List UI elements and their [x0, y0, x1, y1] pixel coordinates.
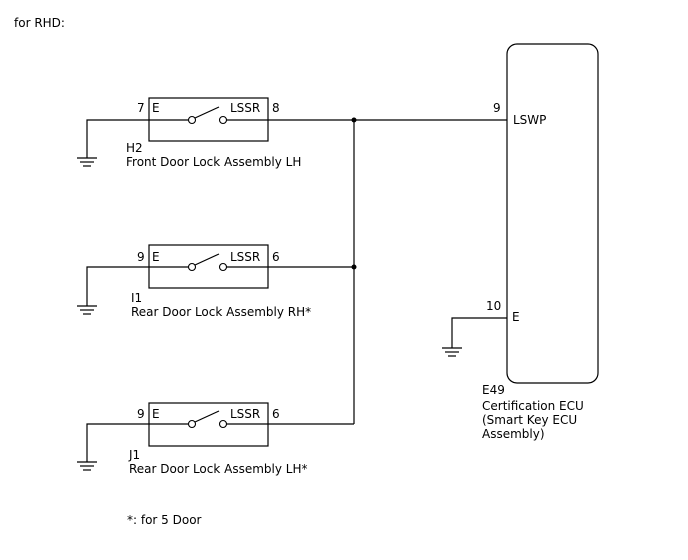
ecu-pin-lswp-num: 9 [493, 101, 501, 115]
ground-icon [77, 119, 149, 167]
footnote: *: for 5 Door [127, 513, 202, 527]
switch-i1-left-label: E [152, 250, 160, 264]
switch-j1-left-label: E [152, 407, 160, 421]
ecu-code: E49 [482, 383, 505, 397]
ecu-pin-e-label: E [512, 310, 520, 324]
ground-icon [442, 317, 507, 357]
ecu-e49: 9 LSWP 10 E E49 Certification ECU (Smart… [482, 43, 599, 441]
switch-h2: E LSSR 7 8 H2 Front Door Lock Assembly L… [126, 97, 301, 169]
junction-dot [351, 117, 357, 123]
switch-h2-left-label: E [152, 101, 160, 115]
switch-h2-left-pin: 7 [137, 101, 145, 115]
ground-icon [77, 423, 149, 471]
switch-h2-contact-right [218, 115, 228, 125]
switch-j1-right-pin: 6 [272, 407, 280, 421]
ecu-pin-e-num: 10 [486, 299, 501, 313]
ground-icon [77, 266, 149, 315]
switch-j1: E LSSR 9 6 J1 Rear Door Lock Assembly LH… [128, 402, 308, 476]
switch-i1-contact-right [218, 262, 228, 272]
switch-h2-blade [194, 106, 220, 119]
switch-i1-right-label: LSSR [230, 250, 260, 264]
switch-h2-code: H2 [126, 141, 143, 155]
ecu-pin-lswp-label: LSWP [513, 113, 546, 127]
switch-i1-left-pin: 9 [137, 250, 145, 264]
switch-j1-code: J1 [128, 448, 140, 462]
ecu-name-line-3: Assembly) [482, 427, 545, 441]
switch-i1: E LSSR 9 6 I1 Rear Door Lock Assembly RH… [131, 244, 311, 319]
switch-j1-left-pin: 9 [137, 407, 145, 421]
switch-i1-right-pin: 6 [272, 250, 280, 264]
signal-bus [268, 117, 507, 425]
switch-j1-name: Rear Door Lock Assembly LH* [129, 462, 308, 476]
switch-j1-right-label: LSSR [230, 407, 260, 421]
switch-j1-contact-right [218, 419, 228, 429]
diagram-title: for RHD: [14, 16, 65, 30]
ecu-name-line-2: (Smart Key ECU [482, 413, 577, 427]
junction-dot [351, 264, 357, 270]
switch-h2-contact-left [187, 115, 197, 125]
switch-i1-contact-left [187, 262, 197, 272]
switch-h2-right-pin: 8 [272, 101, 280, 115]
ecu-box [506, 43, 599, 384]
switch-h2-name: Front Door Lock Assembly LH [126, 155, 301, 169]
switch-i1-blade [194, 253, 220, 266]
switch-j1-blade [194, 410, 220, 423]
switch-i1-name: Rear Door Lock Assembly RH* [131, 305, 311, 319]
switch-h2-right-label: LSSR [230, 101, 260, 115]
ecu-name-line-1: Certification ECU [482, 399, 584, 413]
switch-i1-code: I1 [131, 291, 142, 305]
switch-j1-contact-left [187, 419, 197, 429]
